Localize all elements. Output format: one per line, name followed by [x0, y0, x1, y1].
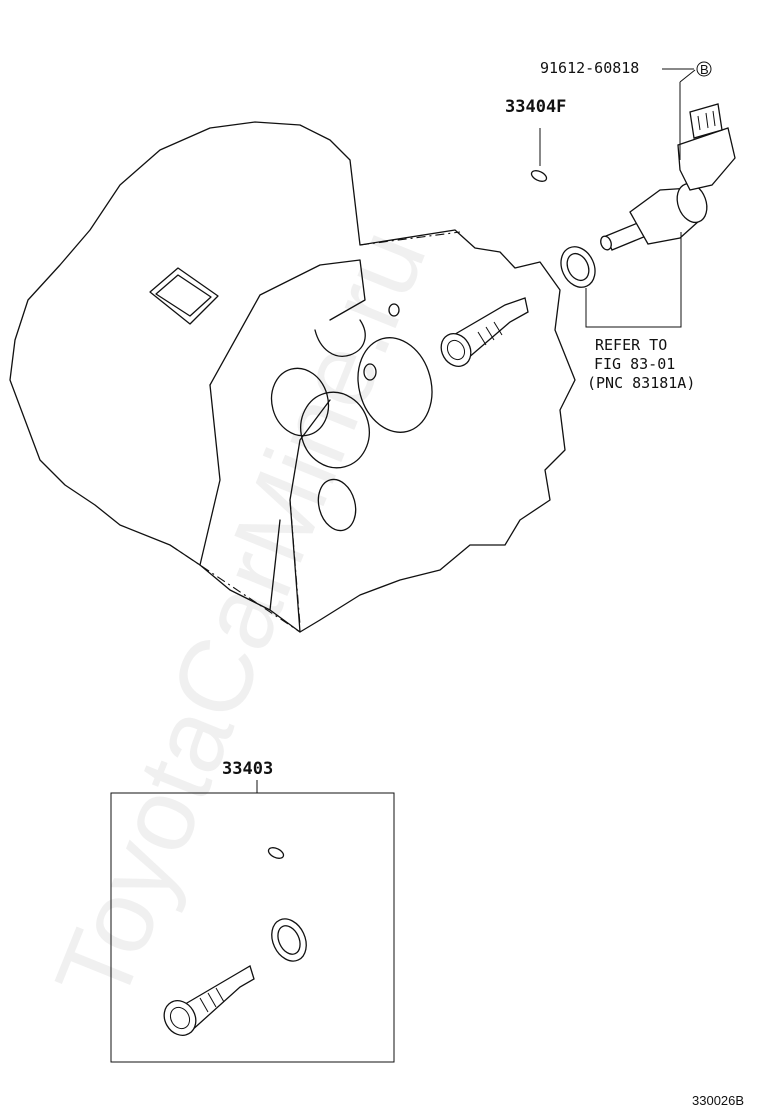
reference-line-3: (PNC 83181A)	[587, 374, 695, 392]
bolt-ref-circle	[696, 61, 712, 77]
kit-box	[110, 792, 395, 1063]
bolt-ref-mark: B	[700, 62, 709, 77]
bolt-part-label: 91612-60818	[540, 59, 639, 77]
clip-part-label: 33404F	[505, 97, 566, 117]
kit-clip	[267, 847, 285, 859]
reference-line-2: FIG 83-01	[594, 355, 675, 373]
reference-line-1: REFER TO	[595, 336, 667, 354]
kit-driven-gear	[163, 965, 255, 1036]
speed-sensor	[600, 68, 736, 251]
kit-o-ring	[271, 918, 307, 962]
transaxle-housing	[9, 121, 576, 633]
clip-33404f	[530, 128, 548, 182]
figure-code: 330026B	[692, 1093, 744, 1108]
o-ring	[560, 246, 596, 288]
driven-gear-installed	[440, 297, 529, 367]
watermark: ToyotaCarMine.ru	[34, 214, 449, 1018]
reference-bracket	[585, 232, 682, 328]
kit-33403: 33403	[110, 759, 395, 1063]
kit-part-label: 33403	[222, 759, 273, 779]
